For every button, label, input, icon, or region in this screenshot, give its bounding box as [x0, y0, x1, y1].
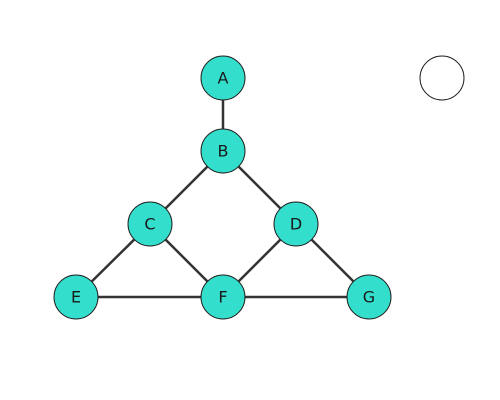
edges-layer: [74, 76, 371, 299]
node-circle: [273, 201, 319, 247]
node-circle: [127, 201, 173, 247]
node-label: E: [71, 288, 81, 307]
empty-node-circle: [419, 55, 465, 101]
node-f: F: [200, 274, 246, 320]
node-label: C: [144, 215, 155, 234]
node-label: F: [218, 288, 227, 307]
node-c: C: [127, 201, 173, 247]
node-label: B: [218, 142, 229, 161]
empty-node: [419, 55, 465, 101]
node-label: A: [218, 69, 229, 88]
node-a: A: [200, 55, 246, 101]
node-circle: [200, 274, 246, 320]
node-circle: [200, 128, 246, 174]
node-label: G: [363, 288, 375, 307]
node-circle: [53, 274, 99, 320]
node-label: D: [290, 215, 302, 234]
node-e: E: [53, 274, 99, 320]
node-g: G: [346, 274, 392, 320]
node-d: D: [273, 201, 319, 247]
node-b: B: [200, 128, 246, 174]
node-circle: [346, 274, 392, 320]
node-circle: [200, 55, 246, 101]
nodes-layer: A B C D E F G: [53, 55, 465, 320]
